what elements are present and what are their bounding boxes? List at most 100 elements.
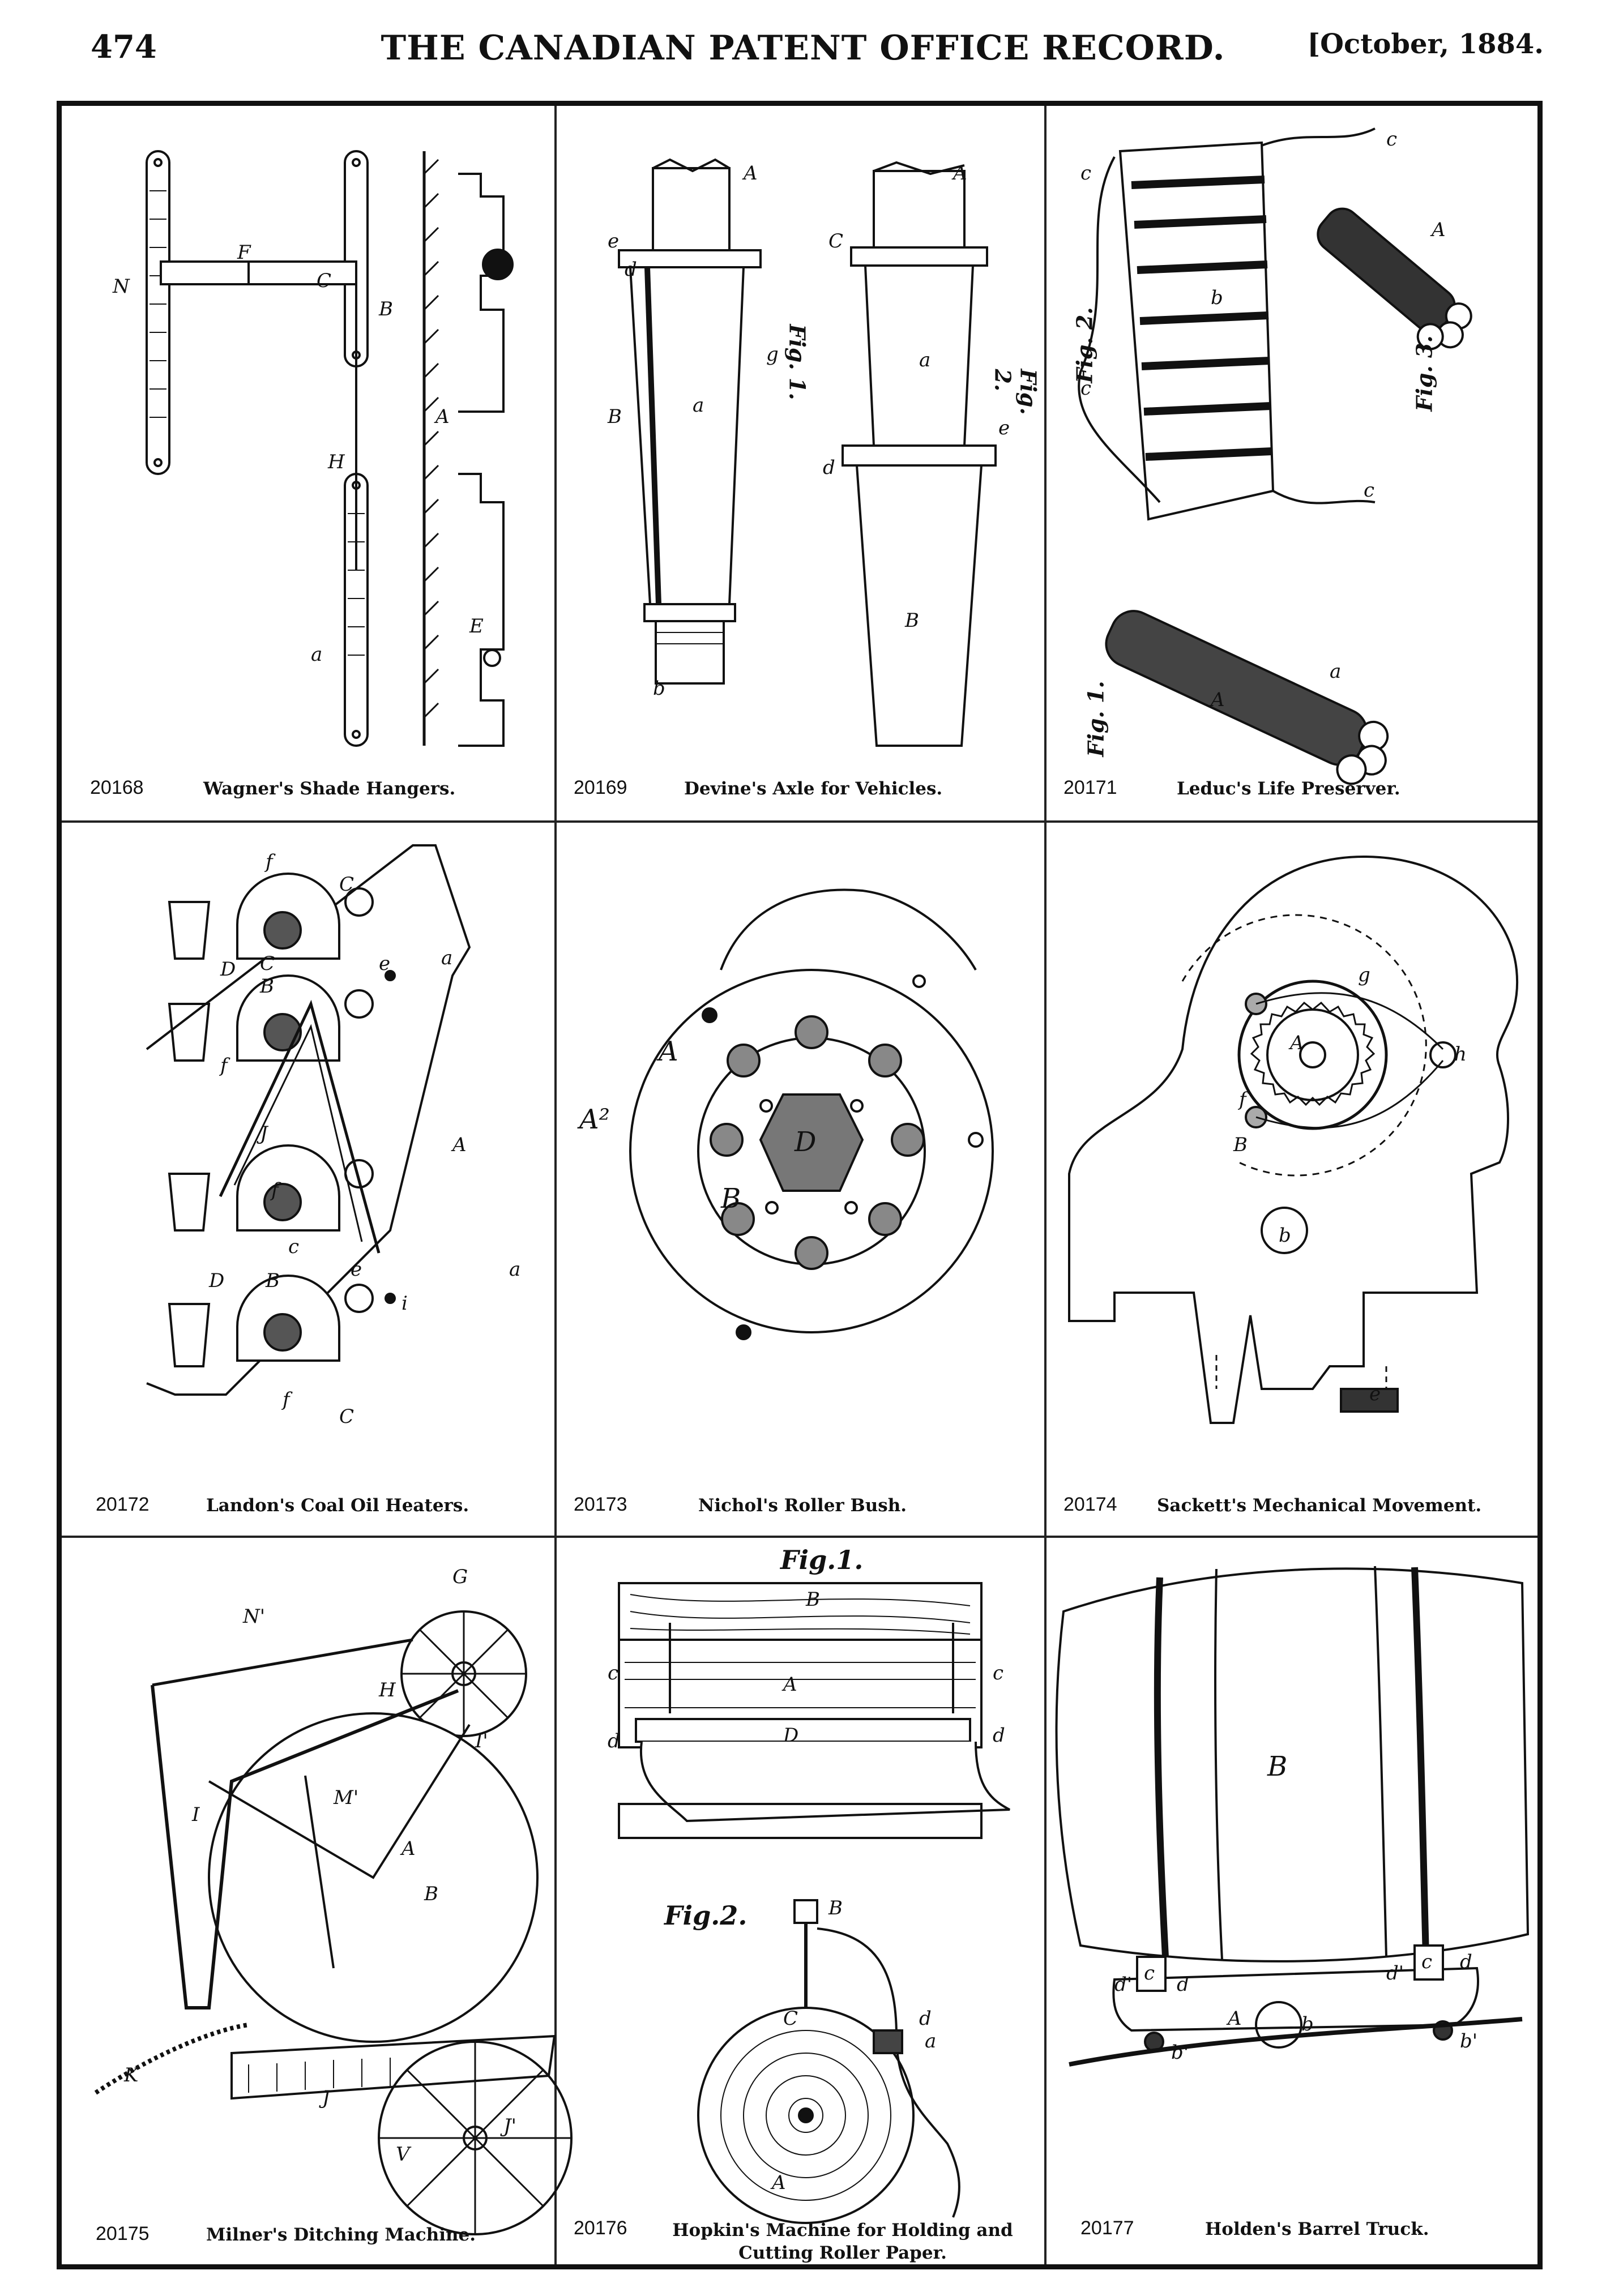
row-divider: [62, 820, 1537, 823]
svg-text:d: d: [608, 1730, 620, 1752]
svg-text:H: H: [378, 1679, 396, 1701]
svg-text:a: a: [925, 2030, 936, 2053]
svg-text:B: B: [259, 975, 274, 998]
svg-text:b: b: [653, 677, 665, 700]
svg-text:D: D: [220, 958, 236, 981]
svg-text:J: J: [319, 2087, 331, 2109]
svg-text:f: f: [219, 1054, 230, 1077]
svg-text:e: e: [1369, 1383, 1381, 1405]
svg-text:A: A: [400, 1837, 416, 1860]
svg-text:d': d': [1114, 1973, 1132, 1996]
svg-text:d': d': [1386, 1962, 1404, 1985]
svg-text:d: d: [919, 2007, 932, 2030]
svg-text:N: N: [112, 275, 130, 298]
svg-text:b: b: [1279, 1224, 1291, 1247]
svg-text:D: D: [208, 1269, 224, 1292]
svg-text:a: a: [919, 349, 930, 371]
svg-text:g: g: [1358, 964, 1370, 986]
svg-text:A: A: [1226, 2007, 1242, 2030]
svg-text:B: B: [1267, 1751, 1287, 1782]
figure-label: Fig. 2.: [990, 369, 1041, 415]
svg-text:d: d: [1460, 1951, 1472, 1973]
svg-text:A: A: [1288, 1032, 1304, 1054]
svg-text:i: i: [402, 1292, 408, 1315]
svg-text:K: K: [123, 2064, 140, 2087]
svg-text:I': I': [475, 1730, 488, 1752]
figure-label: Fig. 1.: [784, 324, 810, 400]
svg-text:d: d: [823, 456, 835, 479]
svg-text:A: A: [742, 162, 758, 185]
svg-text:A: A: [951, 162, 967, 185]
svg-text:a: a: [311, 643, 322, 666]
svg-text:d: d: [993, 1724, 1005, 1747]
page-title: THE CANADIAN PATENT OFFICE RECORD.: [381, 28, 1225, 68]
svg-text:B: B: [1233, 1134, 1248, 1156]
svg-text:E: E: [469, 615, 484, 638]
svg-text:a: a: [441, 947, 452, 969]
svg-text:B: B: [378, 298, 393, 320]
svg-text:A²: A²: [577, 1104, 610, 1135]
svg-text:a: a: [1330, 660, 1341, 683]
svg-text:A: A: [1209, 689, 1225, 711]
svg-text:F: F: [237, 241, 251, 264]
svg-text:d: d: [1177, 1973, 1189, 1996]
svg-text:B: B: [720, 1183, 741, 1215]
patent-number: 20171: [1063, 777, 1117, 798]
svg-text:e: e: [608, 230, 619, 253]
svg-text:J': J': [500, 2115, 516, 2137]
patent-title: Devine's Axle for Vehicles.: [684, 779, 943, 799]
column-divider: [554, 106, 557, 2264]
svg-text:c: c: [1386, 128, 1397, 151]
svg-text:c: c: [1144, 1962, 1155, 1985]
svg-text:C: C: [828, 230, 843, 253]
patent-number: 20176: [574, 2217, 627, 2239]
svg-text:g: g: [766, 343, 779, 366]
svg-text:D: D: [794, 1126, 816, 1158]
page-number: 474: [91, 28, 157, 66]
svg-text:b: b: [1211, 287, 1223, 309]
patent-title: Hopkin's Machine for Holding and Cutting…: [672, 2220, 1013, 2263]
patent-number: 20174: [1063, 1494, 1117, 1515]
svg-text:c: c: [608, 1662, 618, 1684]
svg-text:B: B: [828, 1897, 843, 1919]
svg-text:G: G: [452, 1566, 468, 1588]
patent-title: Leduc's Life Preserver.: [1177, 779, 1400, 799]
svg-text:a: a: [693, 394, 704, 417]
svg-text:c: c: [1421, 1951, 1432, 1973]
svg-text:I: I: [191, 1803, 200, 1826]
figure-label: Fig. 1.: [1083, 681, 1109, 757]
svg-text:c: c: [1080, 162, 1091, 185]
svg-text:A: A: [434, 405, 450, 428]
svg-text:M': M': [333, 1786, 358, 1809]
svg-text:b': b': [1171, 2041, 1189, 2064]
svg-text:e: e: [351, 1258, 362, 1281]
svg-text:h: h: [1454, 1043, 1467, 1066]
issue-date: [October, 1884.: [1307, 28, 1544, 60]
row-divider: [62, 1536, 1537, 1538]
svg-text:c: c: [1364, 479, 1374, 502]
svg-text:a: a: [509, 1258, 520, 1281]
svg-text:B: B: [607, 405, 622, 428]
svg-text:C: C: [339, 1405, 354, 1428]
svg-text:c: c: [288, 1235, 299, 1258]
svg-text:A: A: [781, 1673, 797, 1696]
patent-number: 20172: [96, 1494, 150, 1515]
svg-text:B: B: [805, 1588, 820, 1611]
svg-text:d: d: [625, 258, 637, 281]
